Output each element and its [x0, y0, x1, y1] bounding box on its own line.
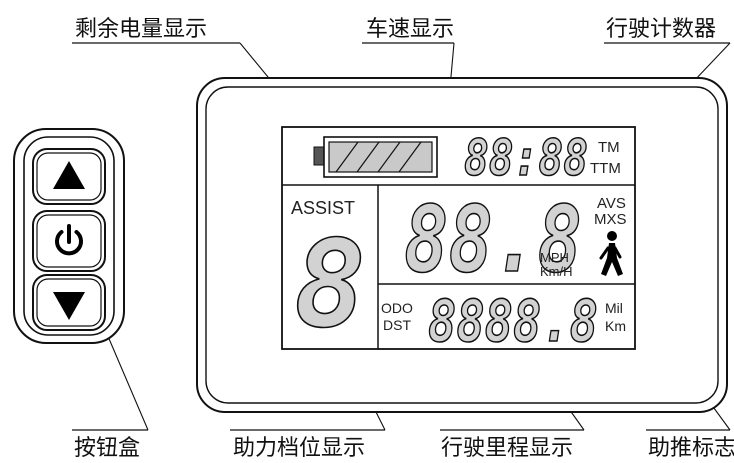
power-icon [55, 224, 83, 256]
mph-label: MPH [540, 250, 569, 265]
label-mileage: 行驶里程显示 [441, 436, 573, 461]
label-button-box: 按钮盒 [74, 436, 140, 461]
walk-assist-icon [599, 231, 623, 276]
mxs-label: MXS [594, 211, 627, 228]
trip-time-digits: 88:88 [464, 129, 588, 187]
tm-label: TM [598, 139, 620, 156]
up-button[interactable] [32, 148, 106, 205]
mil-label: Mil [605, 300, 623, 316]
label-battery: 剩余电量显示 [75, 17, 207, 42]
label-trip-counter: 行驶计数器 [606, 17, 716, 42]
down-arrow-icon [53, 292, 85, 320]
battery-indicator [313, 136, 438, 178]
label-underlines [72, 42, 730, 431]
odometer-digits: 8888.8 [428, 287, 598, 355]
dst-label: DST [383, 317, 411, 333]
label-walk-assist: 助推标志 [648, 436, 734, 461]
km-label: Km [605, 318, 626, 334]
assist-label: ASSIST [291, 198, 355, 218]
down-button[interactable] [32, 274, 106, 331]
power-button[interactable] [32, 210, 106, 272]
kmh-label: Km/H [540, 264, 573, 279]
label-assist-level: 助力档位显示 [233, 436, 365, 461]
assist-level-digit: 8 [294, 216, 366, 355]
up-arrow-icon [53, 161, 85, 189]
ttm-label: TTM [590, 160, 621, 177]
odo-label: ODO [381, 300, 413, 316]
label-speed: 车速显示 [366, 17, 454, 42]
avs-label: AVS [597, 195, 626, 212]
speed-digits: 88.8 [404, 186, 582, 293]
